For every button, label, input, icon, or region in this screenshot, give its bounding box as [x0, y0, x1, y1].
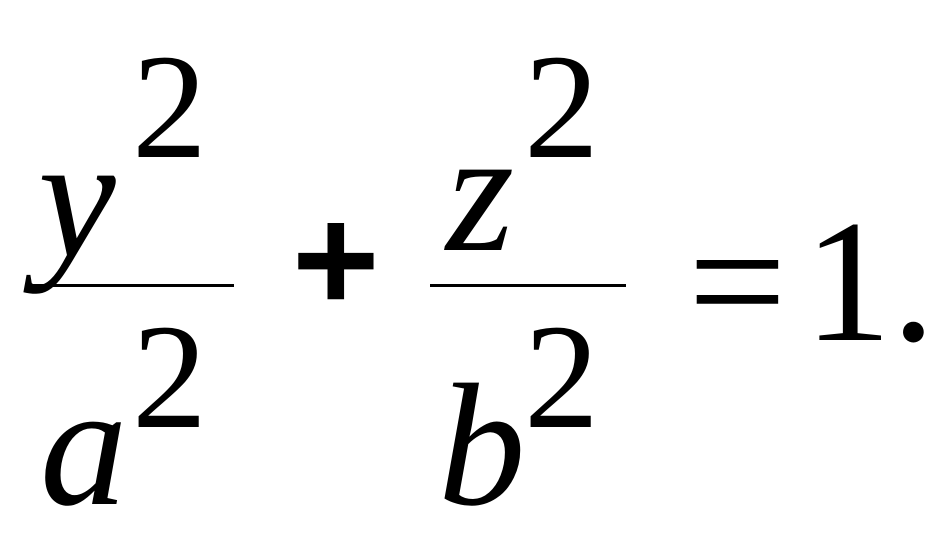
- equals-sign: =: [688, 184, 787, 378]
- term2-fraction-bar: [430, 284, 626, 287]
- term2-denominator-exponent: 2: [524, 294, 599, 460]
- term2-denominator-base: b: [438, 348, 526, 542]
- term2-numerator-base: z: [446, 94, 515, 288]
- term1-numerator-base: y: [38, 100, 116, 294]
- term1-numerator-exponent: 2: [132, 24, 207, 190]
- term1-denominator-base: a: [40, 348, 128, 542]
- term2-numerator-exponent: 2: [524, 24, 599, 190]
- plus-operator: +: [292, 175, 380, 343]
- term1-fraction-bar: [26, 284, 234, 287]
- right-hand-side: 1.: [804, 184, 936, 378]
- term1-denominator-exponent: 2: [132, 294, 207, 460]
